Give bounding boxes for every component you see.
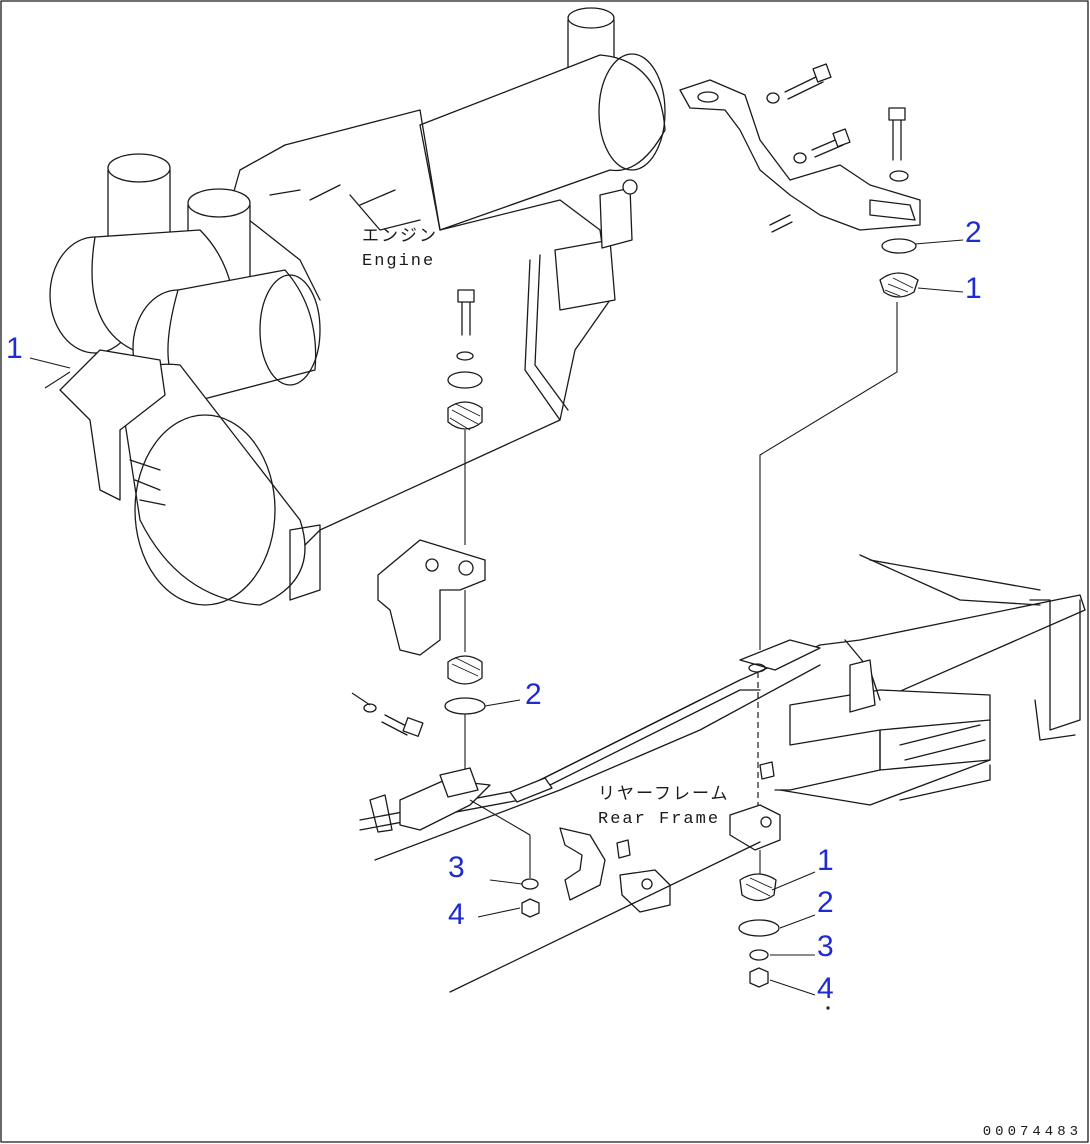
- spring-washer: [521, 878, 539, 890]
- callout-3-bottom-right: 3: [817, 930, 834, 963]
- callout-1-top-right: 1: [965, 272, 982, 305]
- document-number: 00074483: [982, 1124, 1082, 1140]
- nut-lower: [749, 967, 769, 988]
- washer: [881, 238, 917, 254]
- nut: [521, 898, 540, 918]
- callout-4-bottom-right: 4: [817, 972, 834, 1005]
- callout-1-front-left: 1: [6, 332, 23, 365]
- engine-label-jp: エンジン: [362, 228, 438, 247]
- spring-washer-lower: [749, 949, 769, 961]
- callout-2-mid: 2: [525, 678, 542, 711]
- callout-3-left: 3: [448, 851, 465, 884]
- rear-frame: [359, 554, 1086, 993]
- left-lower-stack: [477, 835, 540, 918]
- washer-lower: [738, 919, 780, 937]
- callout-2-bottom-right: 2: [817, 886, 834, 919]
- callout-4-left: 4: [448, 898, 465, 931]
- rear-frame-label-en: Rear Frame: [598, 810, 721, 829]
- upper-mount-bracket: [679, 63, 921, 233]
- right-lower-stack: [29, 239, 964, 1010]
- callout-2-top-right: 2: [965, 216, 982, 249]
- engine-label-en: Engine: [362, 252, 436, 271]
- upper-right-mount-parts: [759, 238, 919, 650]
- rear-frame-label-jp: リヤーフレーム: [598, 786, 730, 805]
- engine-assembly: [49, 7, 666, 606]
- callout-1-bottom-right: 1: [817, 844, 834, 877]
- rubber-mount: [879, 272, 919, 298]
- rubber-mount-lower: [739, 873, 777, 902]
- left-mount-stack: [351, 289, 486, 770]
